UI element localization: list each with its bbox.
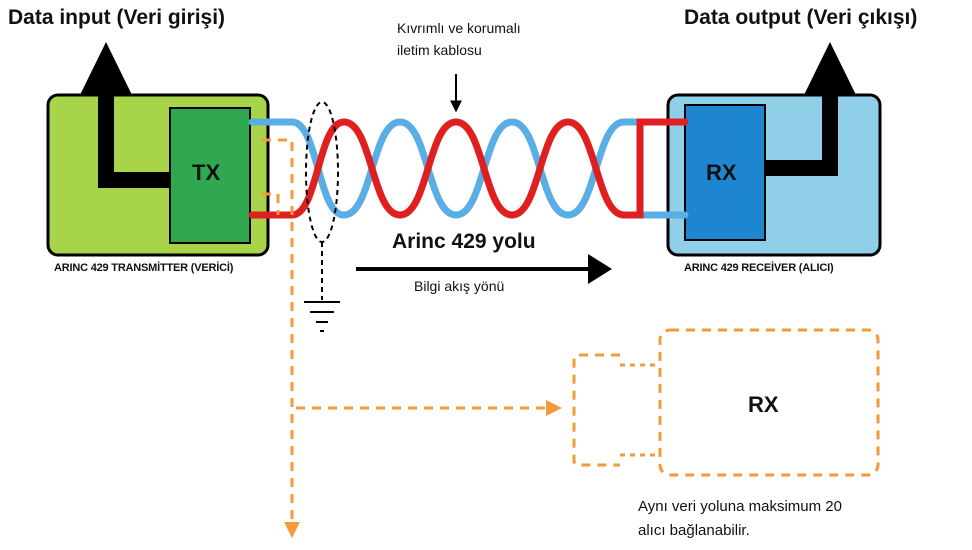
receiver-caption: ARINC 429 RECEİVER (ALICI) (684, 262, 834, 274)
optional-rx-label: RX (748, 392, 779, 417)
data-output-title: Data output (Veri çıkışı) (684, 6, 918, 29)
wire-blue (248, 118, 689, 219)
cable-note-line2: iletim kablosu (397, 42, 482, 58)
optional-rx-box (658, 328, 880, 477)
twisted-pair-cable (248, 118, 689, 219)
data-input-title: Data input (Veri girişi) (8, 6, 226, 29)
data-input-arrow (98, 95, 170, 188)
tx-box (169, 107, 251, 244)
note-line2: alıcı bağlanabilir. (638, 522, 750, 539)
branch-down-arrowhead-icon (284, 522, 300, 538)
data-output-arrowhead-icon (804, 42, 856, 95)
branch-tap-bottom (262, 192, 280, 215)
branch-right-arrowhead-icon (546, 400, 562, 416)
note-line1: Aynı veri yoluna maksimum 20 (638, 498, 842, 515)
wire-red (248, 118, 689, 219)
rx-box (684, 104, 766, 241)
ground-icon (304, 301, 340, 332)
bus-direction-arrowhead-icon (588, 254, 612, 284)
bus-label: Arinc 429 yolu (392, 230, 536, 253)
optional-receiver-branch (262, 138, 880, 525)
tx-label: TX (192, 160, 221, 185)
cable-note-line1: Kıvrımlı ve korumalı (397, 20, 521, 36)
data-output-arrow (765, 95, 838, 176)
rx-label: RX (706, 160, 737, 185)
optional-rx-connector (572, 353, 620, 467)
direction-label: Bilgi akış yönü (414, 278, 505, 294)
data-input-arrowhead-icon (80, 42, 132, 95)
transmitter-caption: ARINC 429 TRANSMİTTER (VERİCİ) (54, 262, 234, 274)
